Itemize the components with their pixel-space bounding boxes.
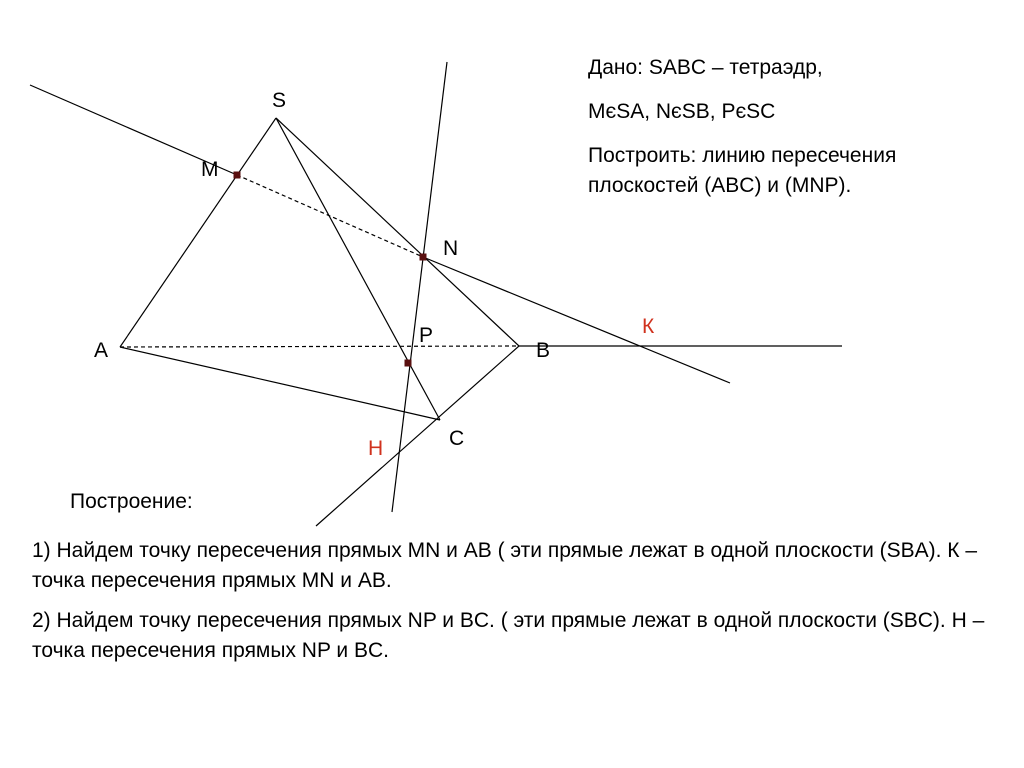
- construction-step-1: 1) Найдем точку пересечения прямых MN и …: [32, 539, 978, 592]
- construction-step-2: 2) Найдем точку пересечения прямых NP и …: [32, 609, 985, 662]
- label-k: К: [642, 315, 655, 338]
- label-c: C: [449, 427, 464, 450]
- construction-title: Построение:: [70, 490, 193, 513]
- label-a: A: [94, 339, 108, 362]
- given-line-3: Построить: линию пересечения плоскостей …: [588, 144, 897, 197]
- label-p: P: [419, 324, 433, 347]
- point-n-marker: [419, 253, 427, 261]
- line-sa-extended: [29, 84, 238, 176]
- point-m-marker: [233, 171, 241, 179]
- edge-sa: [119, 117, 277, 348]
- given-line-2: MєSA, NєSB, PєSC: [588, 100, 776, 123]
- line-mn-hidden: [236, 174, 424, 258]
- label-n: N: [443, 237, 458, 260]
- line-mn-extended: [422, 256, 731, 384]
- label-s: S: [272, 89, 286, 112]
- edge-ac: [119, 346, 441, 421]
- label-h: Н: [368, 437, 383, 460]
- label-b: B: [536, 339, 550, 362]
- point-p-marker: [404, 359, 412, 367]
- construction-steps: 1) Найдем точку пересечения прямых MN и …: [32, 536, 1007, 676]
- given-block: Дано: SABC – тетраэдр, MєSA, NєSB, PєSC …: [588, 53, 1008, 215]
- label-m: M: [201, 158, 219, 181]
- line-np-extended: [391, 61, 448, 513]
- edge-sc: [275, 117, 441, 421]
- given-line-1: Дано: SABC – тетраэдр,: [588, 56, 823, 79]
- edge-sb: [275, 117, 520, 347]
- line-bc-extended: [315, 345, 520, 527]
- edge-ab-hidden: [119, 345, 520, 348]
